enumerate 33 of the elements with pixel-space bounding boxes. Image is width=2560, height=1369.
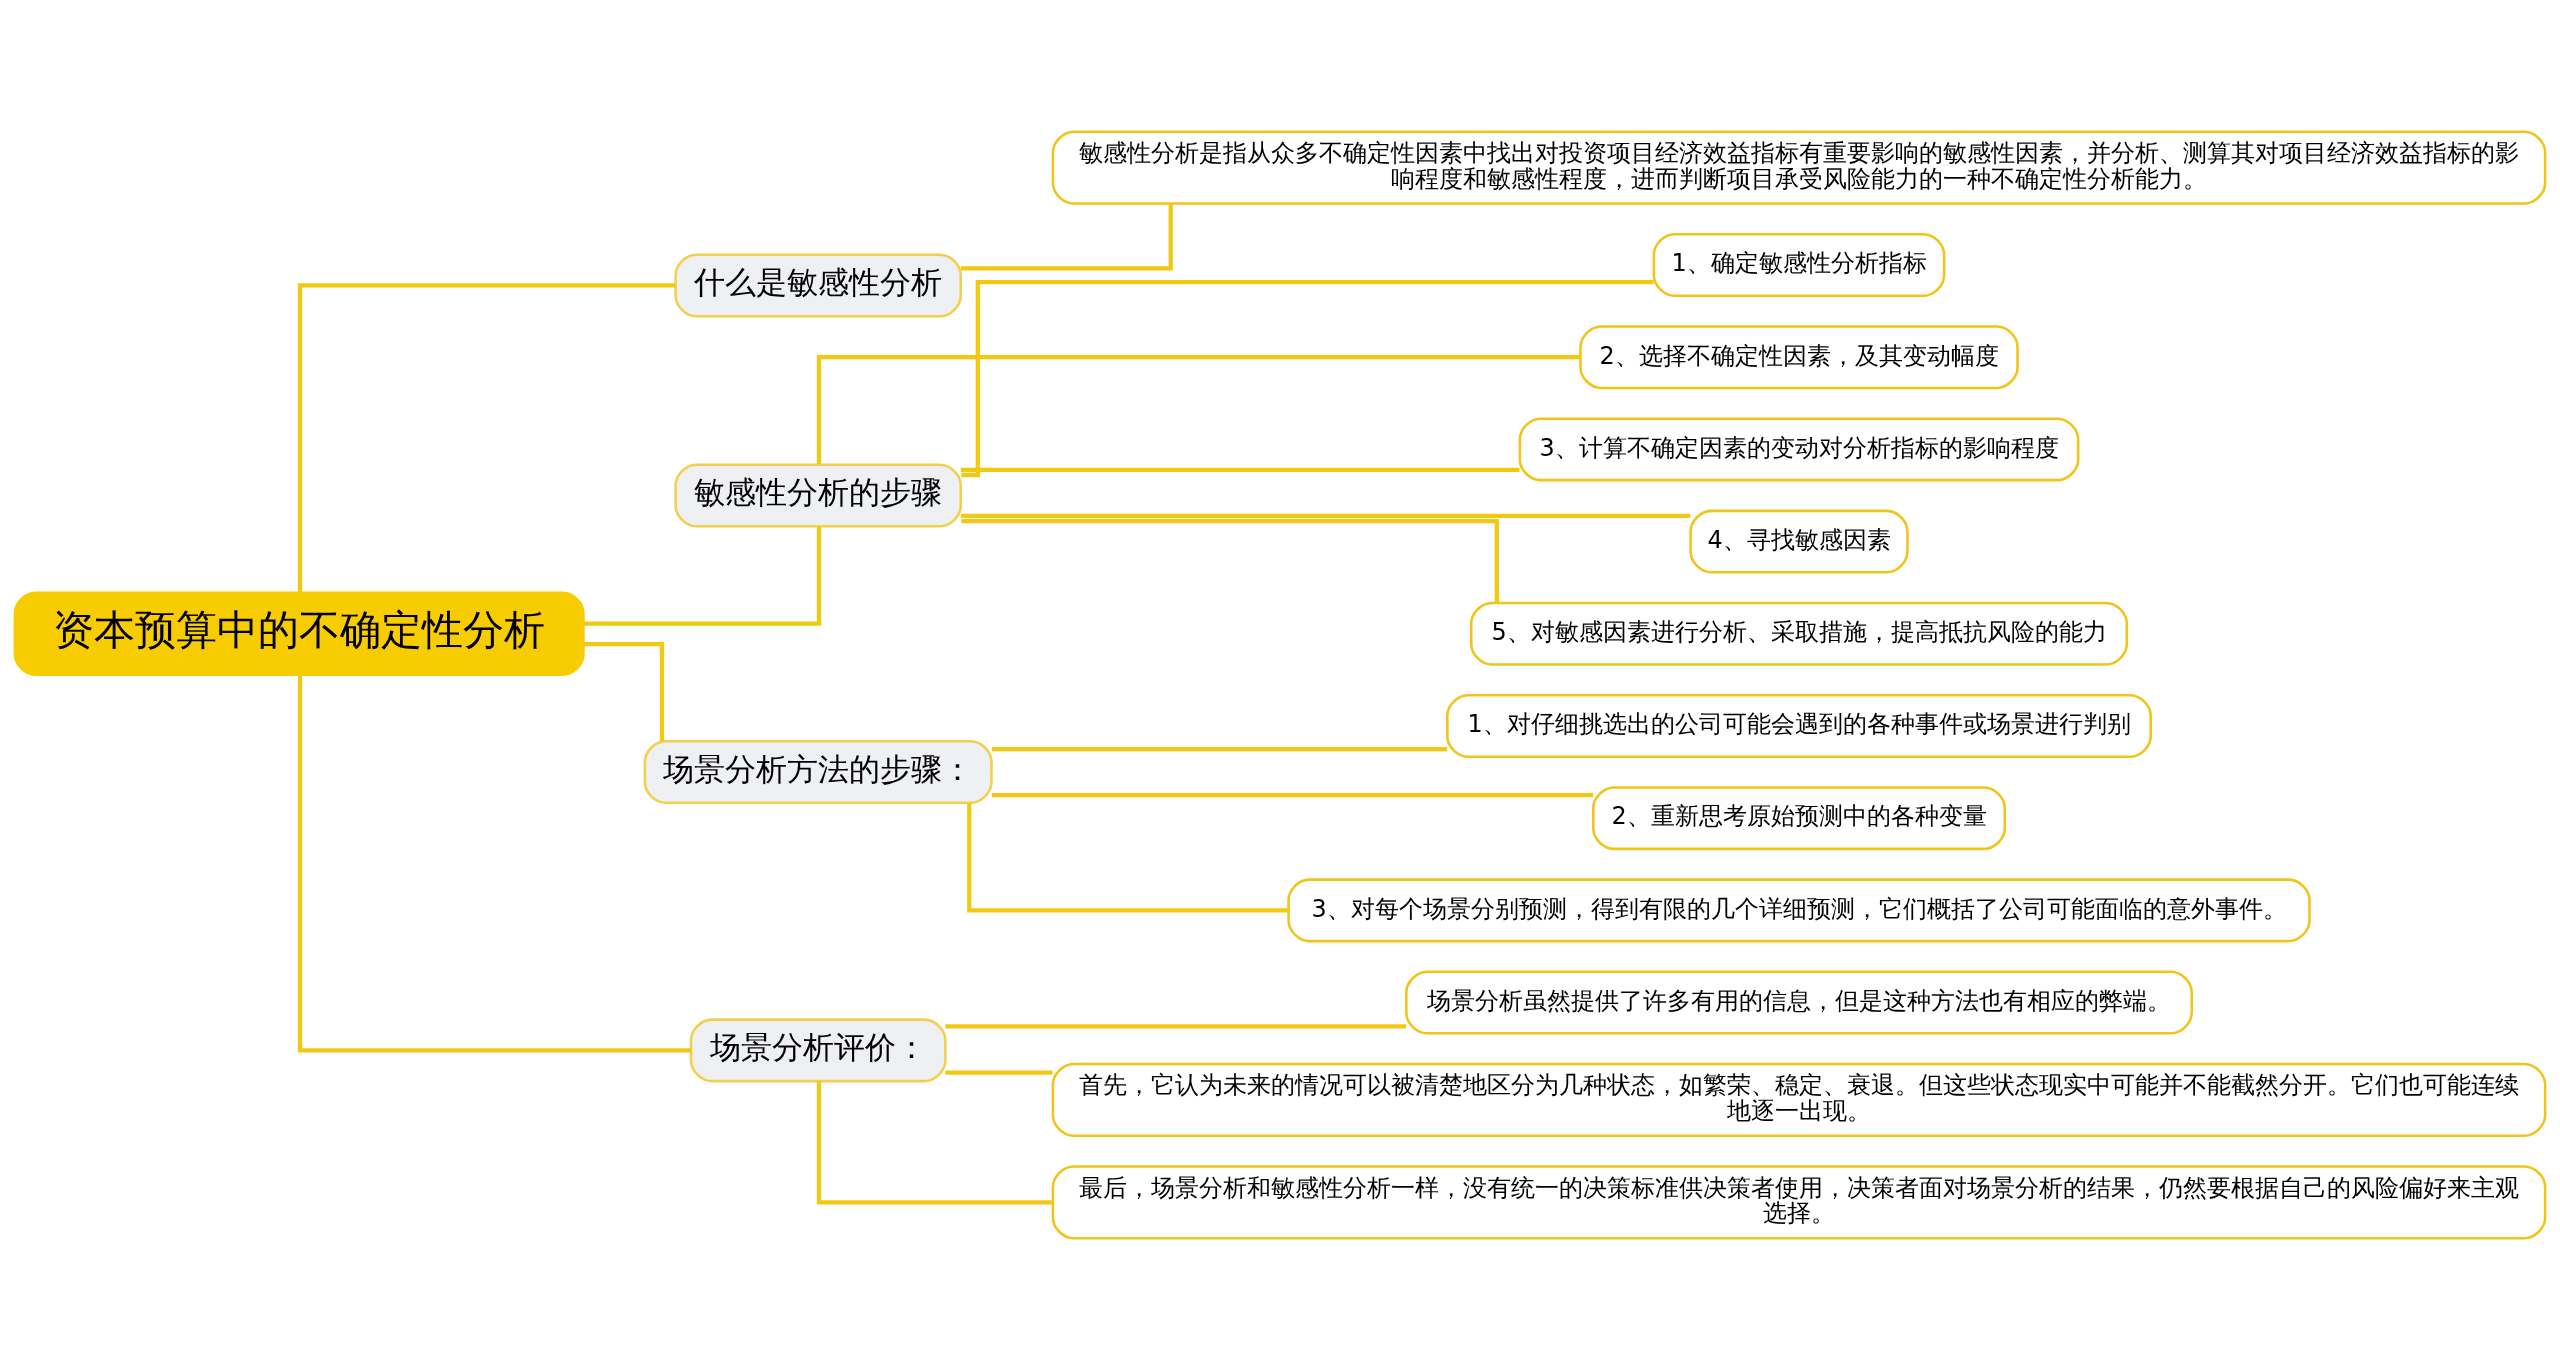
connector: [583, 641, 665, 741]
connector: [960, 513, 1691, 518]
connector: [960, 467, 1520, 472]
node-box: 3、对每个场景分别预测，得到有限的几个详细预测，它们概括了公司可能面临的意外事件。: [1287, 877, 2311, 942]
connector: [297, 282, 676, 592]
connector: [816, 354, 1581, 464]
connector: [945, 1069, 1053, 1075]
node-box: 4、寻找敏感因素: [1689, 509, 1909, 574]
connector: [961, 279, 1654, 477]
node-box: 最后，场景分析和敏感性分析一样，没有统一的决策标准供决策者使用，决策者面对场景分析的结果，仍然要根据自己的风险偏好来主观选择。: [1051, 1164, 2547, 1239]
connector: [816, 1080, 1053, 1204]
node-box: 1、对仔细挑选出的公司可能会遇到的各种事件或场景进行判别: [1446, 693, 2152, 758]
connector: [991, 746, 1448, 751]
node-box: 什么是敏感性分析: [674, 253, 962, 317]
node-box: 首先，它认为未来的情况可以被清楚地区分为几种状态，如繁荣、稳定、衰退。但这些状态现实中可能并不能截然分开。它们也可能连续地逐一出现。: [1051, 1062, 2547, 1137]
node-box: 1、确定敏感性分析指标: [1652, 232, 1946, 297]
node-box: 5、对敏感因素进行分析、采取措施，提高抵抗风险的能力: [1469, 601, 2129, 666]
connector: [967, 802, 1289, 912]
node-box: 资本预算中的不确定性分析: [13, 591, 585, 676]
node-box: 3、计算不确定因素的变动对分析指标的影响程度: [1518, 416, 2080, 481]
connector: [297, 674, 691, 1052]
node-box: 场景分析方法的步骤：: [643, 739, 993, 804]
connector: [961, 203, 1173, 271]
connector: [991, 792, 1594, 797]
connector: [945, 1023, 1407, 1029]
node-box: 2、重新思考原始预测中的各种变量: [1592, 785, 2007, 850]
node-box: 敏感性分析的步骤: [674, 463, 962, 527]
node-box: 场景分析评价：: [689, 1017, 947, 1082]
connector: [961, 518, 1499, 603]
node-box: 场景分析虽然提供了许多有用的信息，但是这种方法也有相应的弊端。: [1405, 970, 2193, 1035]
node-box: 敏感性分析是指从众多不确定性因素中找出对投资项目经济效益指标有重要影响的敏感性因素，并分析、测算其对项目经济效益指标的影响程度和敏感性程度，进而判断项目承受风险能力的一种不确定性分析能力。: [1051, 130, 2547, 205]
connector: [583, 526, 822, 626]
node-box: 2、选择不确定性因素，及其变动幅度: [1579, 324, 2019, 389]
